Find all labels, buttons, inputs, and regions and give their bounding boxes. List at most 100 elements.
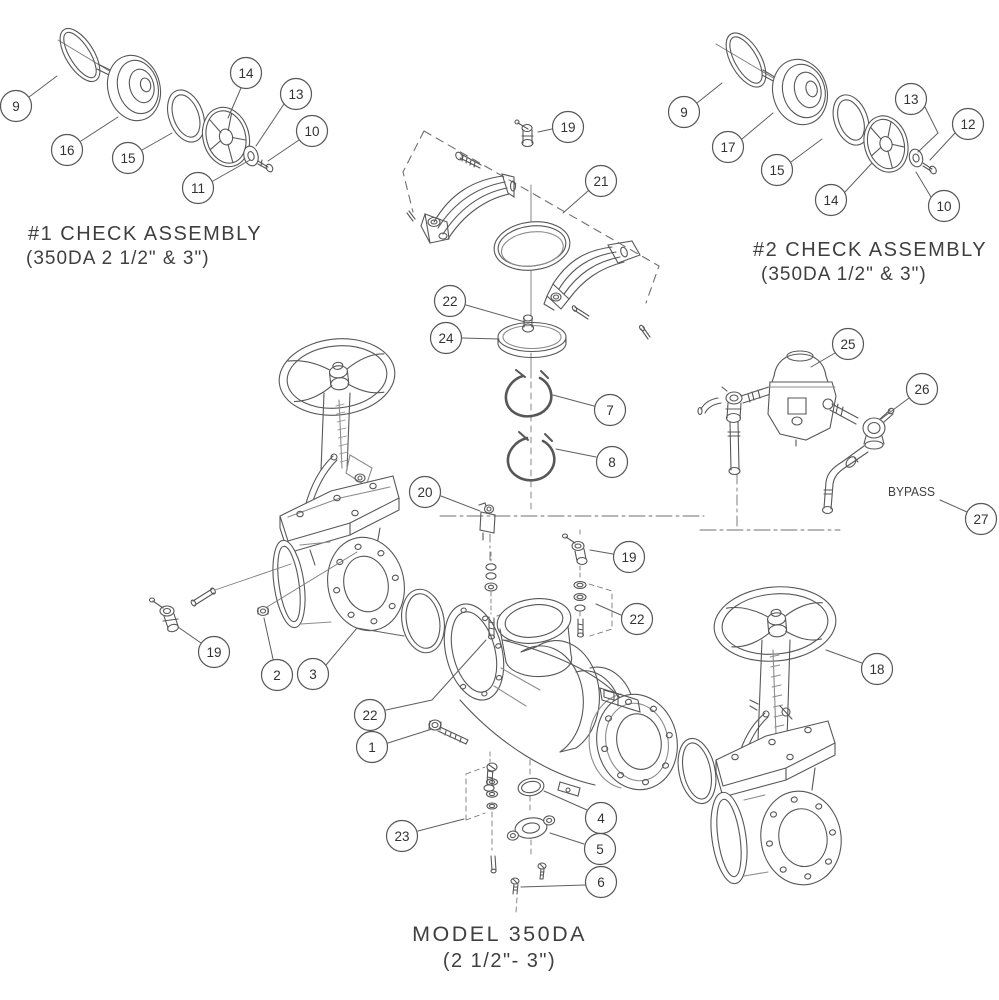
callout-4: 4 xyxy=(584,801,618,835)
leader-line-22 xyxy=(385,639,487,711)
svg-text:6: 6 xyxy=(597,875,605,890)
svg-text:4: 4 xyxy=(597,811,605,826)
gasket-ring-right xyxy=(677,737,717,805)
svg-text:26: 26 xyxy=(914,382,929,397)
callout-2: 2 xyxy=(260,658,294,692)
leader-line-9 xyxy=(28,75,58,98)
svg-text:9: 9 xyxy=(680,105,688,120)
clamp-exploded-drawing xyxy=(402,119,660,513)
diagram-title: MODEL 350DA (2 1/2"- 3") xyxy=(0,922,999,973)
handwheel-left xyxy=(278,338,396,416)
svg-text:14: 14 xyxy=(823,193,839,208)
callout-19: 19 xyxy=(197,635,231,669)
svg-text:18: 18 xyxy=(869,662,884,677)
svg-text:27: 27 xyxy=(973,512,988,527)
leader-line-17 xyxy=(741,112,774,140)
gasket-ring-left xyxy=(401,588,445,654)
svg-text:19: 19 xyxy=(621,550,636,565)
spoked-seat-1 xyxy=(201,106,251,168)
callout-24: 24 xyxy=(429,321,463,355)
assembly1-label-line2: (350DA 2 1/2" & 3") xyxy=(26,248,210,269)
callout-6: 6 xyxy=(584,865,618,899)
svg-text:12: 12 xyxy=(960,117,975,132)
callout-10: 10 xyxy=(295,114,329,148)
svg-text:10: 10 xyxy=(304,124,319,139)
check-assembly-2-drawing xyxy=(715,32,937,175)
svg-text:22: 22 xyxy=(362,708,377,723)
callout-9: 9 xyxy=(0,89,33,123)
flange-left-valve xyxy=(327,536,405,632)
check-assembly-1-drawing xyxy=(57,27,274,173)
callout-11: 11 xyxy=(181,171,215,205)
callout-22: 22 xyxy=(433,284,467,318)
svg-text:15: 15 xyxy=(769,163,784,178)
leader-line-1 xyxy=(387,728,433,744)
main-body-right-flange xyxy=(596,693,678,791)
svg-text:20: 20 xyxy=(417,485,432,500)
callout-23: 23 xyxy=(385,819,419,853)
leader-line-15 xyxy=(141,132,173,151)
flange-right-valve xyxy=(760,790,842,886)
leader-line-21 xyxy=(562,190,589,214)
svg-text:19: 19 xyxy=(206,645,221,660)
assembly2-label: #2 CHECK ASSEMBLY (350DA 1/2" & 3") xyxy=(753,239,987,286)
svg-text:10: 10 xyxy=(936,199,951,214)
callout-13: 13 xyxy=(894,82,928,116)
callout-20: 20 xyxy=(408,475,442,509)
callout-12: 12 xyxy=(951,107,985,141)
svg-text:13: 13 xyxy=(903,92,918,107)
leader-line-15 xyxy=(790,138,823,163)
leader-lines xyxy=(28,75,968,888)
svg-text:14: 14 xyxy=(238,66,254,81)
leader-line-16 xyxy=(80,116,119,142)
callout-27: 27 xyxy=(964,502,998,536)
callout-22: 22 xyxy=(353,698,387,732)
assembly2-label-line2: (350DA 1/2" & 3") xyxy=(761,264,927,285)
callout-13: 13 xyxy=(279,77,313,111)
callout-10: 10 xyxy=(927,189,961,223)
leader-line-18 xyxy=(825,649,863,664)
leader-line-10 xyxy=(267,139,300,162)
leader-line-6 xyxy=(520,884,586,888)
leader-line-4 xyxy=(543,790,588,811)
leader-line-8 xyxy=(555,448,597,458)
svg-text:11: 11 xyxy=(191,181,205,196)
gate-valve-right-drawing xyxy=(677,586,842,886)
assembly1-label: #1 CHECK ASSEMBLY (350DA 2 1/2" & 3") xyxy=(26,223,263,270)
title-line1: MODEL 350DA xyxy=(412,922,587,946)
leader-line-3 xyxy=(325,627,405,666)
callout-14: 14 xyxy=(229,56,263,90)
callout-25: 25 xyxy=(831,327,865,361)
centerlines xyxy=(439,473,841,561)
callout-8: 8 xyxy=(595,445,629,479)
callout-19: 19 xyxy=(612,540,646,574)
svg-text:13: 13 xyxy=(288,87,303,102)
leader-line-19 xyxy=(589,549,614,555)
callout-18: 18 xyxy=(860,652,894,686)
leader-line-12 xyxy=(929,132,956,161)
svg-text:2: 2 xyxy=(273,668,281,683)
leader-line-23 xyxy=(417,818,465,832)
leader-line-22 xyxy=(595,603,622,616)
svg-text:24: 24 xyxy=(438,331,454,346)
svg-text:19: 19 xyxy=(560,120,575,135)
leader-line-14 xyxy=(844,162,873,193)
callout-21: 21 xyxy=(584,164,618,198)
svg-text:9: 9 xyxy=(12,99,20,114)
leader-line-9 xyxy=(696,82,723,104)
leader-line-14 xyxy=(227,87,242,119)
callout-19: 19 xyxy=(551,110,585,144)
bypass-label: BYPASS xyxy=(888,484,935,499)
gate-valve-left-drawing xyxy=(272,338,405,632)
svg-text:1: 1 xyxy=(368,740,376,755)
leader-line-7 xyxy=(552,394,595,407)
leader-line-19 xyxy=(177,626,202,644)
svg-text:23: 23 xyxy=(394,829,409,844)
assembly1-label-line1: #1 CHECK ASSEMBLY xyxy=(28,223,263,245)
svg-text:15: 15 xyxy=(120,151,135,166)
svg-text:21: 21 xyxy=(593,174,608,189)
svg-text:22: 22 xyxy=(629,612,644,627)
callout-16: 16 xyxy=(50,133,84,167)
leader-line-13 xyxy=(917,106,939,153)
